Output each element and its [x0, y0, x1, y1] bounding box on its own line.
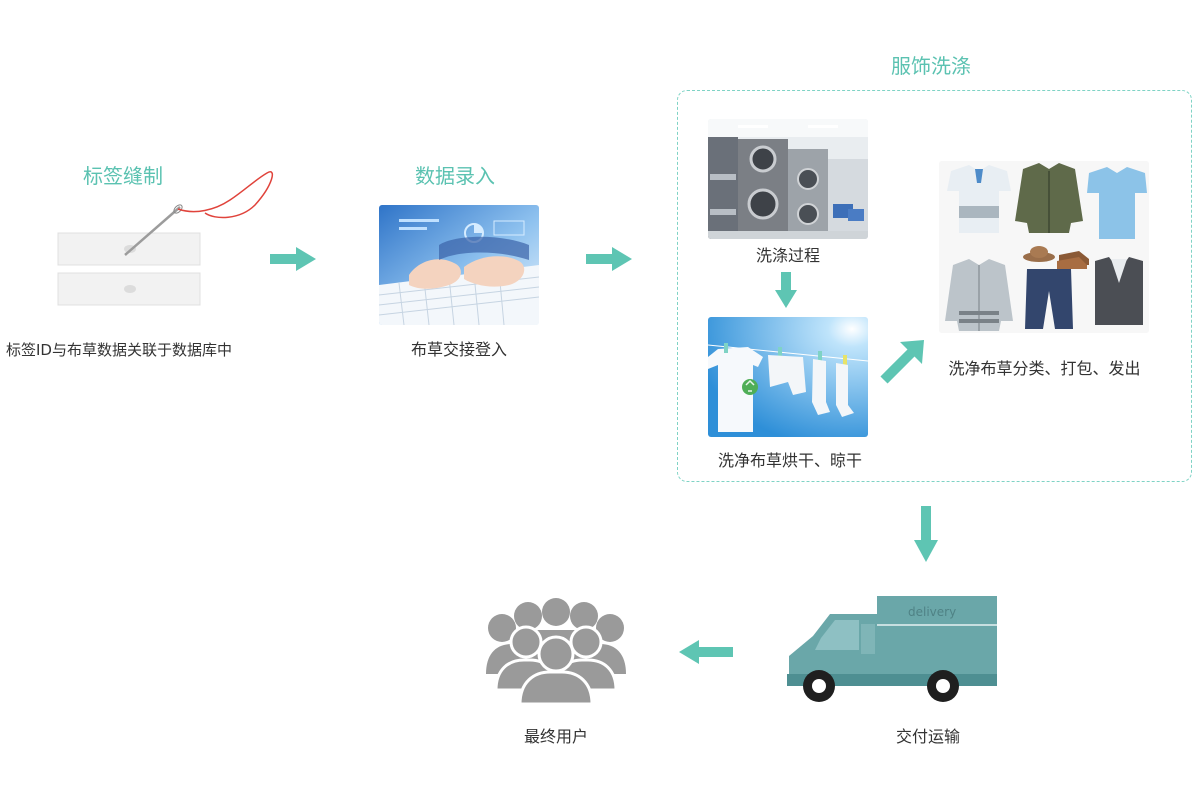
- arrow-left: [679, 640, 733, 664]
- keyboard-typing-image: [379, 205, 539, 325]
- washing-machines-image: [708, 119, 868, 239]
- clothesline-drying-image: [708, 317, 868, 437]
- transport-caption: 交付运输: [895, 727, 960, 746]
- label-sewing-illustration: [55, 165, 280, 310]
- sorting-caption: 洗净布草分类、打包、发出: [948, 359, 1141, 378]
- entry-title: 数据录入: [415, 164, 495, 188]
- end-user-caption: 最终用户: [523, 727, 588, 746]
- sorted-clothes-image: [939, 161, 1149, 333]
- sewing-caption: 标签ID与布草数据关联于数据库中: [6, 341, 232, 359]
- arrow-down-laundry-to-transport: [914, 506, 938, 562]
- arrow-right-1: [270, 247, 316, 271]
- entry-caption: 布草交接登入: [410, 340, 507, 359]
- arrow-diagonal-drying-to-sorting: [880, 338, 926, 384]
- arrow-down-washing-to-drying: [775, 272, 797, 308]
- end-users-group-icon: [486, 598, 626, 704]
- washing-caption: 洗涤过程: [755, 246, 820, 265]
- sewing-title: 标签缝制: [83, 164, 163, 188]
- laundry-group-box: [677, 90, 1192, 482]
- delivery-truck-illustration: delivery: [785, 594, 1000, 709]
- laundry-title: 服饰洗涤: [891, 54, 971, 78]
- arrow-right-2: [586, 247, 632, 271]
- truck-label: delivery: [908, 605, 956, 619]
- drying-caption: 洗净布草烘干、晾干: [717, 451, 862, 470]
